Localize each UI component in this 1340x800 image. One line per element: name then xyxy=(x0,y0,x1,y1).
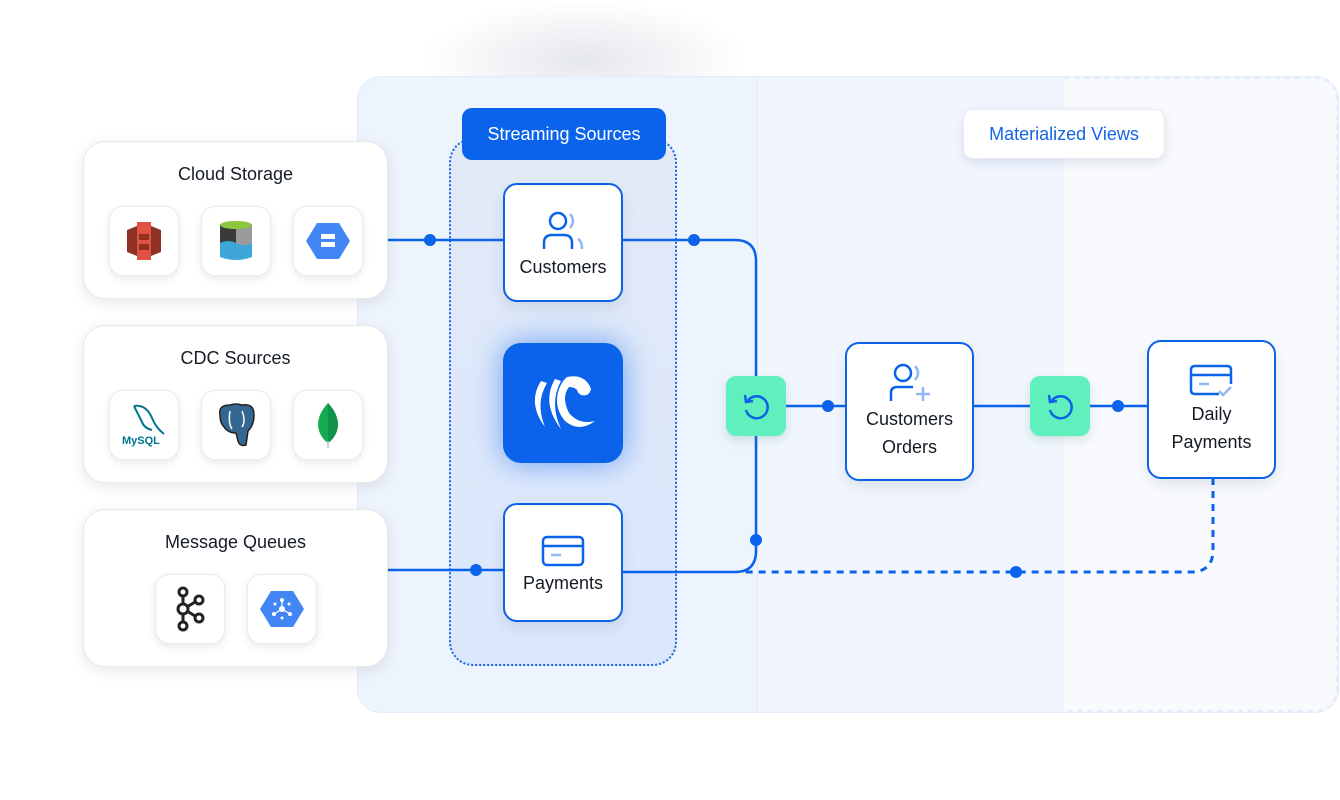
stream-node-customers[interactable]: Customers xyxy=(503,183,623,302)
view-node-label-line2: Orders xyxy=(881,436,937,457)
materialized-views-label: Materialized Views xyxy=(963,109,1165,159)
source-card-message-queues[interactable]: Message Queues xyxy=(83,509,388,667)
junction-dot xyxy=(470,564,482,576)
junction-dot xyxy=(688,234,700,246)
credit-card-icon xyxy=(541,535,585,566)
google-pubsub-icon[interactable] xyxy=(247,574,317,644)
line-customers-out xyxy=(622,238,758,406)
refresh-node-2[interactable] xyxy=(1030,376,1090,436)
source-card-cloud-storage[interactable]: Cloud Storage xyxy=(83,141,388,299)
postgresql-icon[interactable] xyxy=(201,390,271,460)
junction-dot xyxy=(822,400,834,412)
users-icon xyxy=(542,211,584,249)
refresh-icon xyxy=(1047,394,1073,420)
source-card-title: Message Queues xyxy=(164,532,307,552)
view-node-daily-payments[interactable]: Daily Payments xyxy=(1147,340,1276,479)
stream-node-label: Payments xyxy=(522,572,604,593)
view-node-label-line1: Customers xyxy=(865,408,954,429)
mysql-icon[interactable]: MySQL xyxy=(109,390,179,460)
source-card-cdc-sources[interactable]: CDC Sources MySQL xyxy=(83,325,388,483)
view-node-label-line2: Payments xyxy=(1171,431,1252,452)
add-user-icon xyxy=(889,363,930,401)
junction-dot xyxy=(424,234,436,246)
mongodb-icon[interactable] xyxy=(293,390,363,460)
kafka-icon[interactable] xyxy=(155,574,225,644)
refresh-icon xyxy=(743,394,769,420)
card-check-icon xyxy=(1189,364,1232,397)
junction-dot xyxy=(750,534,762,546)
view-node-customers-orders[interactable]: Customers Orders xyxy=(845,342,974,481)
line-payments-out xyxy=(622,406,758,574)
aws-s3-icon[interactable] xyxy=(109,206,179,276)
junction-dot xyxy=(1112,400,1124,412)
stream-node-payments[interactable]: Payments xyxy=(503,503,623,622)
stream-node-label: Customers xyxy=(519,256,607,277)
junction-dot xyxy=(1010,566,1022,578)
wave-logo-icon xyxy=(534,376,595,429)
google-cloud-storage-icon[interactable] xyxy=(293,206,363,276)
view-node-label-line1: Daily xyxy=(1191,403,1232,424)
source-card-title: CDC Sources xyxy=(180,348,291,368)
source-card-title: Cloud Storage xyxy=(177,164,294,184)
mysql-text: MySQL xyxy=(122,435,160,447)
refresh-node-1[interactable] xyxy=(726,376,786,436)
brand-logo xyxy=(503,343,623,463)
streaming-sources-label: Streaming Sources xyxy=(462,108,666,160)
azure-data-lake-icon[interactable] xyxy=(201,206,271,276)
dashed-feedback-line xyxy=(740,478,1215,574)
